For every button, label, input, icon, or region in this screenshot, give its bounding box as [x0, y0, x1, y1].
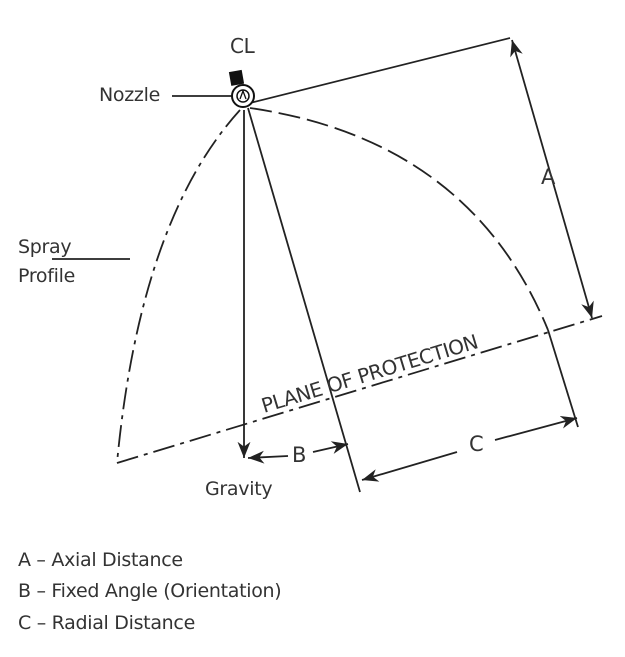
spray-profile-label-line1: Spray — [18, 236, 72, 258]
plane-of-protection-line — [116, 315, 603, 464]
dimension-c-label: C — [469, 432, 484, 456]
centerline-label: CL — [230, 34, 255, 58]
dimension-a-arrow — [510, 39, 594, 319]
perpendicular-line — [247, 107, 361, 493]
extension-line-right — [547, 329, 579, 428]
legend-item-a: A – Axial Distance — [18, 549, 183, 571]
gravity-label: Gravity — [205, 478, 273, 500]
nozzle-axis-line — [245, 37, 511, 105]
dimension-a-label: A — [541, 165, 556, 189]
dimension-b-label: B — [292, 443, 307, 467]
dimension-c-arrow-left — [361, 451, 458, 482]
nozzle-icon — [228, 69, 255, 108]
legend-item-b: B – Fixed Angle (Orientation) — [18, 580, 282, 602]
dimension-b-arrow-left — [247, 450, 289, 464]
spray-profile-right — [249, 107, 549, 331]
nozzle-label: Nozzle — [99, 84, 160, 106]
spray-profile-label-line2: Profile — [18, 265, 75, 287]
dimension-c-arrow-right — [494, 415, 578, 441]
dimension-b-arrow-right — [312, 441, 349, 454]
plane-of-protection-label: PLANE OF PROTECTION — [258, 329, 480, 417]
spray-profile-left — [116, 109, 241, 464]
legend-item-c: C – Radial Distance — [18, 612, 195, 634]
